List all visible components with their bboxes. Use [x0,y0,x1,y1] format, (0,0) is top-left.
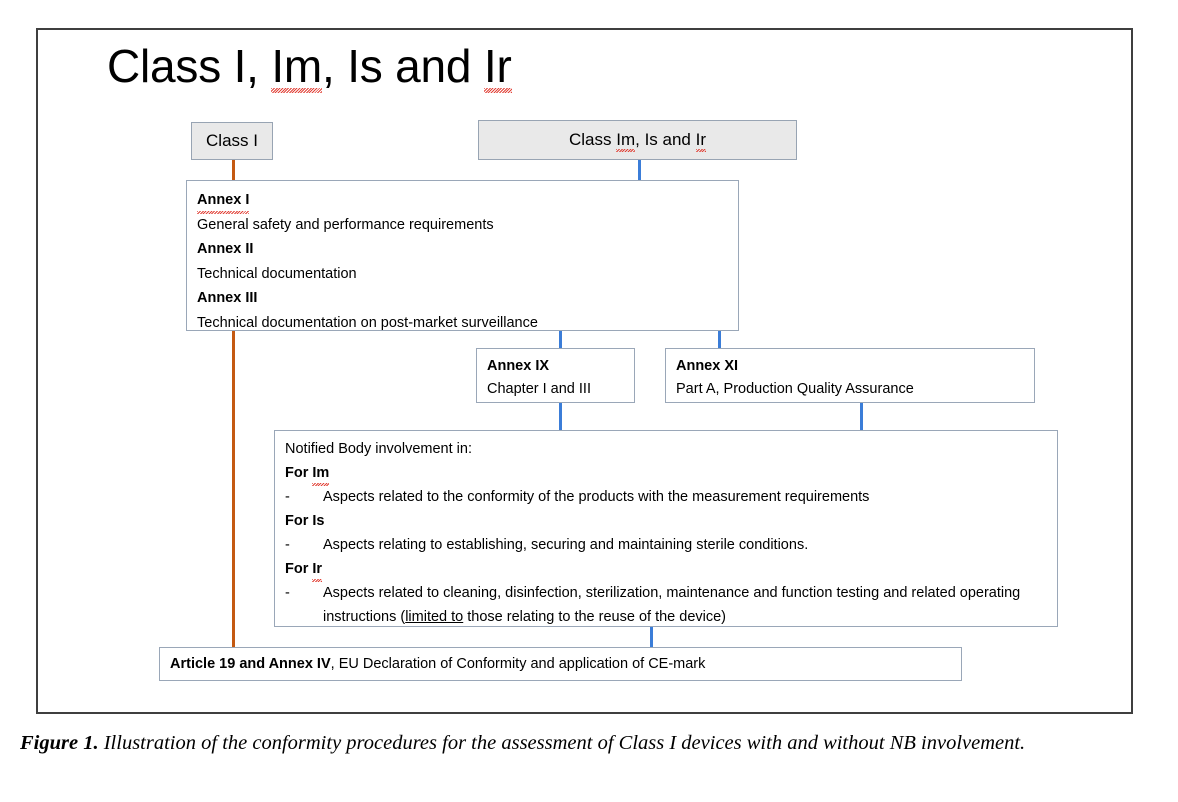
nb-group-is-heading: For Is [285,513,325,529]
diagram-title-part-im: Im [271,40,323,93]
term-ir: Ir [695,130,707,152]
annex-xi-text: Part A, Production Quality Assurance [676,381,914,397]
nb-item: - Aspects related to the conformity of t… [285,485,1047,509]
diagram-title-part-class: Class I, [107,40,272,92]
diagram-title-part-ir: Ir [483,40,512,93]
figure-frame: Class I, Im, Is and Ir Class I Class Im,… [36,28,1133,714]
bullet-dash: - [285,537,290,553]
nb-item-text: Aspects related to cleaning, disinfectio… [323,585,1021,625]
nb-group-im-heading: For Im [285,461,1047,486]
annex-ix-heading: Annex IX [487,358,550,374]
connector-annex-ix-to-nb [559,403,562,431]
connector-annex-123-left-trunk [232,331,235,648]
node-annex-ix[interactable]: Annex IX Chapter I and III [476,348,635,403]
annex-i-text: General safety and performance requireme… [197,216,494,233]
term-ir: Ir [312,557,322,582]
node-class-im-is-ir[interactable]: Class Im, Is and Ir [478,120,797,160]
diagram-title-part-mid: , Is and [322,40,484,92]
annex-iii-heading: Annex III [197,290,258,306]
term-im: Im [312,461,329,486]
nb-intro: Notified Body involvement in: [285,441,472,457]
annex-xi-heading: Annex XI [676,358,739,374]
node-article-19-annex-iv[interactable]: Article 19 and Annex IV, EU Declaration … [159,647,962,681]
nb-group-ir-heading: For Ir [285,557,1047,582]
term-im: Im [616,130,636,152]
connector-class-im-is-ir-to-annex [638,160,641,181]
annex-iii-text: Technical documentation on post-market s… [197,314,538,331]
nb-item-text: Aspects relating to establishing, securi… [323,537,809,553]
emphasis-limited-to: limited to [405,609,464,625]
article-19-rest: , EU Declaration of Conformity and appli… [330,656,706,672]
node-class-im-is-ir-label: Class Im, Is and Ir [569,130,707,152]
figure-caption: Figure 1. Illustration of the conformity… [20,728,1164,759]
nb-item-text: Aspects related to the conformity of the… [323,489,870,505]
bullet-dash: - [285,585,290,601]
connector-class-i-to-annex-123 [232,159,235,181]
annex-ii-text: Technical documentation [197,265,357,282]
annex-ii-heading: Annex II [197,241,254,257]
article-19-bold: Article 19 and Annex IV [170,656,331,672]
connector-annex-xi-to-nb [860,403,863,431]
connector-annex-123-to-annex-xi [718,331,721,349]
figure-caption-label: Figure 1. [20,732,99,754]
diagram-title: Class I, Im, Is and Ir [107,38,512,94]
nb-item: - Aspects relating to establishing, secu… [285,533,1047,557]
connector-nb-to-article-19 [650,627,653,648]
node-notified-body-involvement[interactable]: Notified Body involvement in: For Im - A… [274,430,1058,627]
node-class-i[interactable]: Class I [191,122,273,160]
bullet-dash: - [285,489,290,505]
node-annex-i-ii-iii[interactable]: Annex I General safety and performance r… [186,180,739,331]
nb-item: - Aspects related to cleaning, disinfect… [285,581,1047,629]
node-annex-xi[interactable]: Annex XI Part A, Production Quality Assu… [665,348,1035,403]
term-is: Is [312,513,325,529]
node-class-i-label: Class I [206,131,258,150]
annex-i-heading: Annex I [197,188,728,213]
connector-annex-123-to-annex-ix [559,331,562,349]
figure-caption-text: Illustration of the conformity procedure… [103,732,1026,754]
annex-ix-text: Chapter I and III [487,381,591,397]
